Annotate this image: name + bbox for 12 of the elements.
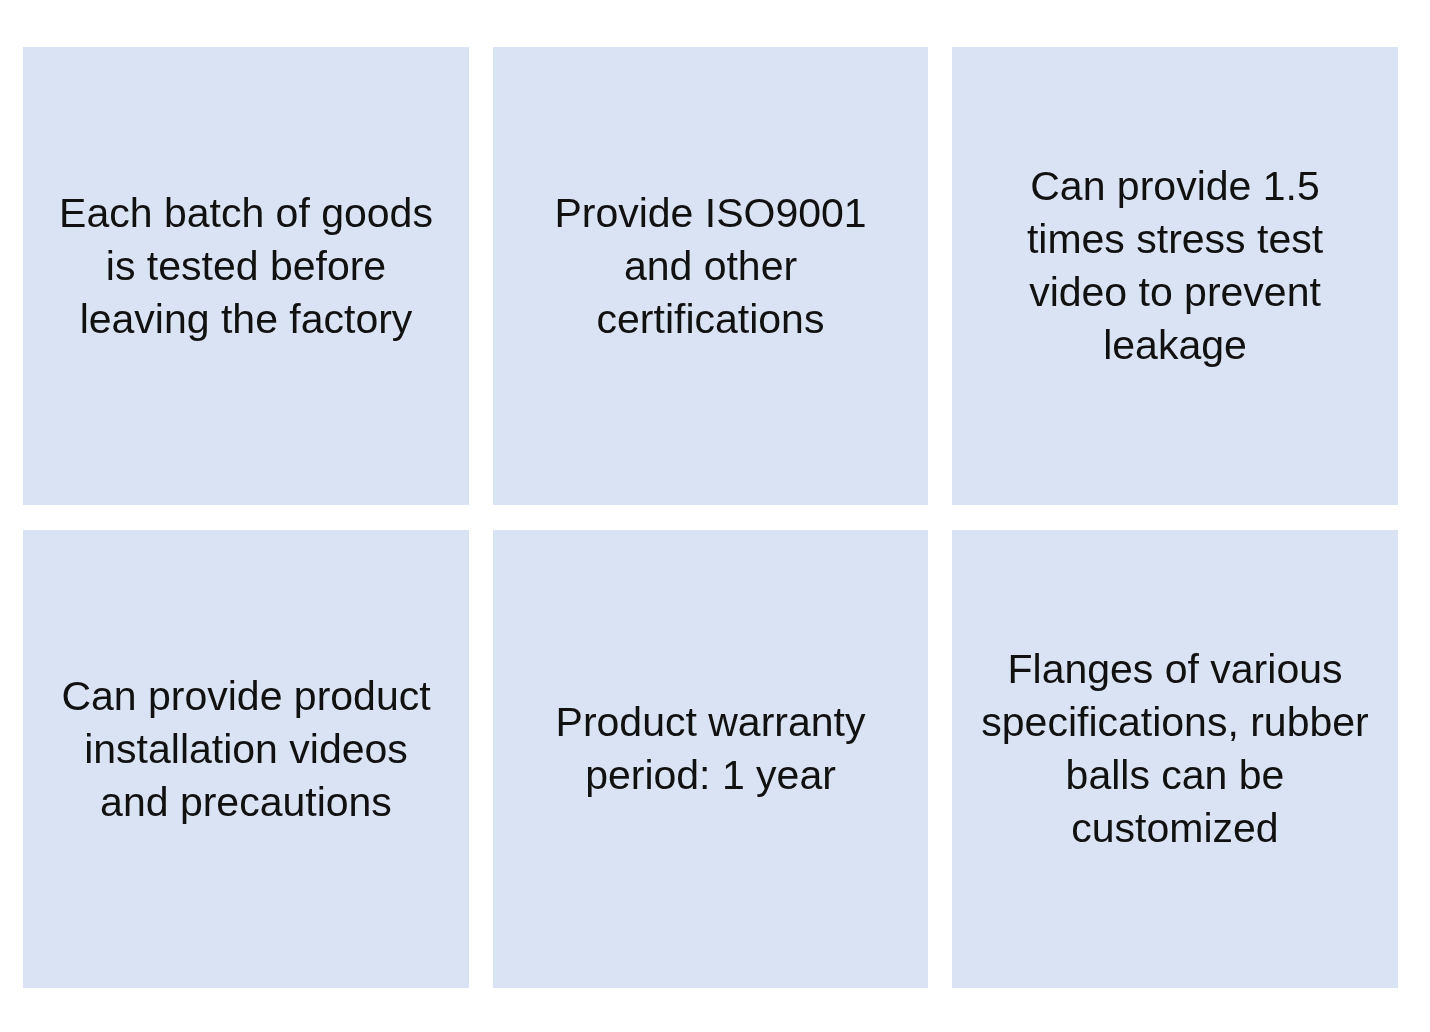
feature-card — [493, 530, 928, 988]
feature-card — [493, 47, 928, 505]
feature-card — [23, 530, 469, 988]
card-text: Provide ISO9001 and other certifications — [553, 188, 868, 344]
card-text: Each batch of goods is tested before leaving the factory — [58, 188, 434, 344]
card-text: Flanges of various specifications, rubber balls can be customized — [980, 645, 1370, 853]
feature-card — [952, 47, 1398, 505]
feature-card — [952, 530, 1398, 988]
card-text: Product warranty period: 1 year — [554, 698, 867, 800]
feature-card — [23, 47, 469, 505]
card-text: Can provide product installation videos and precautions — [60, 671, 432, 827]
card-text: Can provide 1.5 times stress test video to prevent leakage — [1025, 162, 1325, 370]
